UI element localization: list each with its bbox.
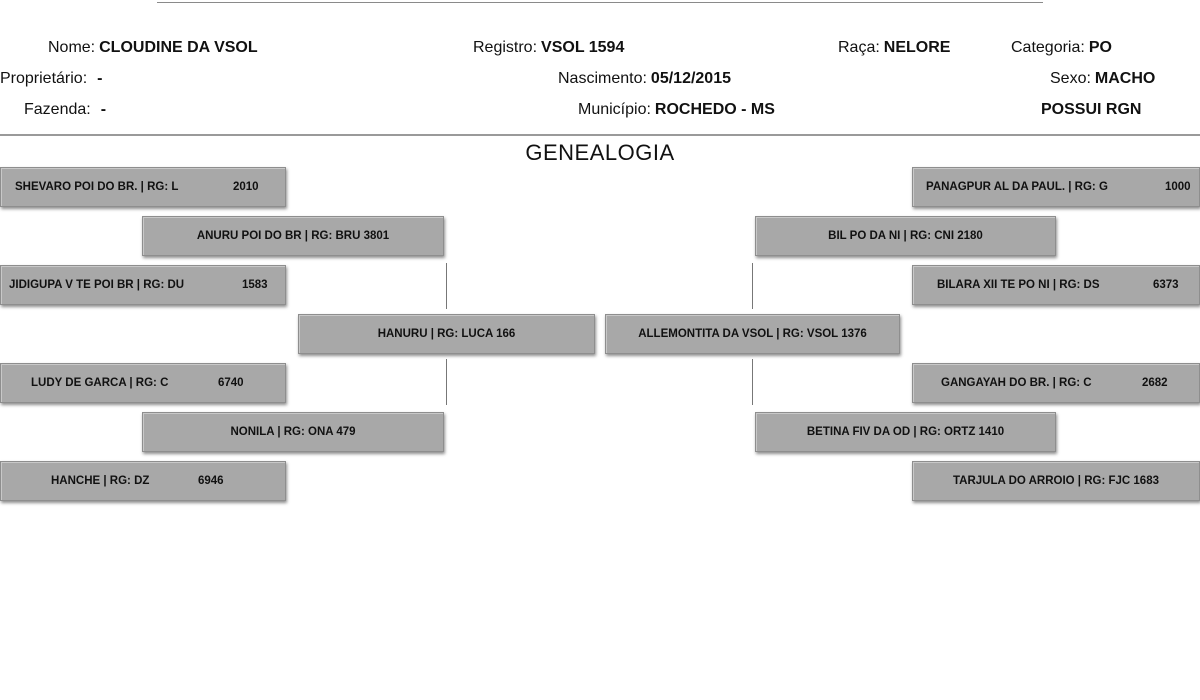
- sexo-label: Sexo:: [1050, 70, 1091, 87]
- right-connector-lower: [752, 359, 753, 405]
- sexo-field: Sexo:MACHO: [1050, 69, 1155, 89]
- left-gg3-name: LUDY DE GARCA | RG: C: [31, 377, 169, 389]
- nascimento-value: 05/12/2015: [650, 70, 731, 87]
- right-gg1-number: 1000: [1165, 181, 1191, 193]
- left-grandparent-2[interactable]: NONILA | RG: ONA 479: [142, 412, 444, 452]
- right-gg4-name: TARJULA DO ARROIO | RG: FJC 1683: [953, 475, 1159, 487]
- categoria-label: Categoria:: [1011, 39, 1085, 56]
- proprietario-label: Proprietário:: [0, 70, 88, 87]
- left-gg3-number: 6740: [218, 377, 244, 389]
- right-grandparent-2[interactable]: BETINA FIV DA OD | RG: ORTZ 1410: [755, 412, 1056, 452]
- rgn-status: POSSUI RGN: [1041, 101, 1142, 118]
- left-gg1-number: 2010: [233, 181, 259, 193]
- nascimento-label: Nascimento:: [558, 70, 647, 87]
- right-g2-name: BETINA FIV DA OD | RG: ORTZ 1410: [806, 426, 1005, 438]
- right-grandparent-1[interactable]: BIL PO DA NI | RG: CNI 2180: [755, 216, 1056, 256]
- left-great-grandparent-1[interactable]: SHEVARO POI DO BR. | RG: L 2010: [0, 167, 286, 207]
- right-great-grandparent-1[interactable]: PANAGPUR AL DA PAUL. | RG: G 1000: [912, 167, 1200, 207]
- right-gg2-number: 6373: [1153, 279, 1179, 291]
- categoria-field: Categoria:PO: [1011, 38, 1112, 58]
- fazenda-field: Fazenda:-: [24, 100, 106, 120]
- header-divider: [0, 134, 1200, 136]
- left-connector-lower: [446, 359, 447, 405]
- proprietario-value: -: [97, 70, 103, 87]
- registro-label: Registro:: [473, 39, 538, 56]
- right-gg3-number: 2682: [1142, 377, 1168, 389]
- nome-field: Nome:CLOUDINE DA VSOL: [48, 38, 258, 58]
- raca-value: NELORE: [883, 39, 951, 56]
- left-parent[interactable]: HANURU | RG: LUCA 166: [298, 314, 595, 354]
- municipio-value: ROCHEDO - MS: [654, 101, 775, 118]
- proprietario-field: Proprietário:-: [0, 69, 102, 89]
- registro-field: Registro:VSOL 1594: [473, 38, 624, 58]
- left-gg4-name: HANCHE | RG: DZ: [51, 475, 150, 487]
- genealogy-title: GENEALOGIA: [525, 140, 675, 165]
- left-g2-name: NONILA | RG: ONA 479: [230, 426, 356, 438]
- municipio-label: Município:: [578, 101, 651, 118]
- left-great-grandparent-3[interactable]: LUDY DE GARCA | RG: C 6740: [0, 363, 286, 403]
- nascimento-field: Nascimento:05/12/2015: [558, 69, 731, 89]
- left-gg4-number: 6946: [198, 475, 224, 487]
- right-gg1-name: PANAGPUR AL DA PAUL. | RG: G: [926, 181, 1108, 193]
- left-gg2-number: 1583: [242, 279, 268, 291]
- right-great-grandparent-2[interactable]: BILARA XII TE PO NI | RG: DS 6373: [912, 265, 1200, 305]
- nome-label: Nome:: [48, 39, 96, 56]
- categoria-value: PO: [1088, 39, 1112, 56]
- left-great-grandparent-2[interactable]: JIDIGUPA V TE POI BR | RG: DU 1583: [0, 265, 286, 305]
- right-g1-name: BIL PO DA NI | RG: CNI 2180: [828, 230, 983, 242]
- left-g1-name: ANURU POI DO BR | RG: BRU 3801: [196, 230, 390, 242]
- municipio-field: Município:ROCHEDO - MS: [578, 100, 775, 120]
- nome-value: CLOUDINE DA VSOL: [99, 39, 258, 56]
- right-great-grandparent-3[interactable]: GANGAYAH DO BR. | RG: C 2682: [912, 363, 1200, 403]
- right-gg3-name: GANGAYAH DO BR. | RG: C: [941, 377, 1092, 389]
- right-parent-name: ALLEMONTITA DA VSOL | RG: VSOL 1376: [638, 328, 867, 340]
- left-parent-name: HANURU | RG: LUCA 166: [377, 328, 516, 340]
- right-parent[interactable]: ALLEMONTITA DA VSOL | RG: VSOL 1376: [605, 314, 900, 354]
- fazenda-label: Fazenda:: [24, 101, 91, 118]
- right-connector-upper: [752, 263, 753, 309]
- raca-label: Raça:: [838, 39, 880, 56]
- left-gg1-name: SHEVARO POI DO BR. | RG: L: [15, 181, 179, 193]
- top-rule: [157, 2, 1043, 3]
- left-connector-upper: [446, 263, 447, 309]
- right-great-grandparent-4[interactable]: TARJULA DO ARROIO | RG: FJC 1683: [912, 461, 1200, 501]
- registro-value: VSOL 1594: [541, 39, 625, 56]
- fazenda-value: -: [100, 101, 107, 118]
- sexo-value: MACHO: [1094, 70, 1156, 87]
- left-gg2-name: JIDIGUPA V TE POI BR | RG: DU: [9, 279, 185, 291]
- right-gg2-name: BILARA XII TE PO NI | RG: DS: [937, 279, 1100, 291]
- left-great-grandparent-4[interactable]: HANCHE | RG: DZ 6946: [0, 461, 286, 501]
- raca-field: Raça:NELORE: [838, 38, 950, 58]
- left-grandparent-1[interactable]: ANURU POI DO BR | RG: BRU 3801: [142, 216, 444, 256]
